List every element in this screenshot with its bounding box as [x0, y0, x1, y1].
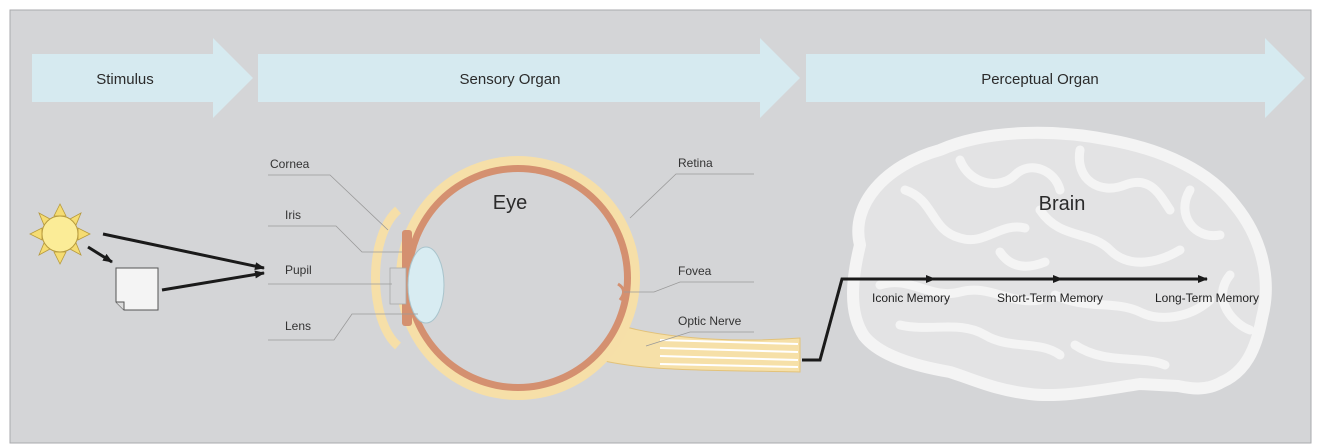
brain-title: Brain	[1039, 193, 1086, 215]
eye-title: Eye	[493, 192, 527, 214]
sun-icon	[30, 204, 90, 264]
memory-labels: Iconic Memory Short-Term Memory Long-Ter…	[872, 291, 1259, 305]
cornea-label: Cornea	[270, 157, 310, 171]
optic-nerve-label: Optic Nerve	[678, 314, 742, 328]
iconic-memory-label: Iconic Memory	[872, 291, 950, 305]
short-term-memory-label: Short-Term Memory	[997, 291, 1103, 305]
iris-label: Iris	[285, 208, 301, 222]
long-term-memory-label: Long-Term Memory	[1155, 291, 1259, 305]
brain-illustration: Brain	[853, 133, 1266, 395]
retina-label: Retina	[678, 156, 713, 170]
document-icon	[116, 268, 158, 310]
perceptual-stage-label: Perceptual Organ	[981, 71, 1099, 88]
pupil-label: Pupil	[285, 263, 312, 277]
lens-label: Lens	[285, 319, 311, 333]
sensory-stage-label: Sensory Organ	[460, 71, 561, 88]
fovea-label: Fovea	[678, 264, 712, 278]
lens	[408, 247, 444, 323]
pupil	[390, 268, 406, 304]
stimulus-stage-label: Stimulus	[96, 71, 154, 88]
